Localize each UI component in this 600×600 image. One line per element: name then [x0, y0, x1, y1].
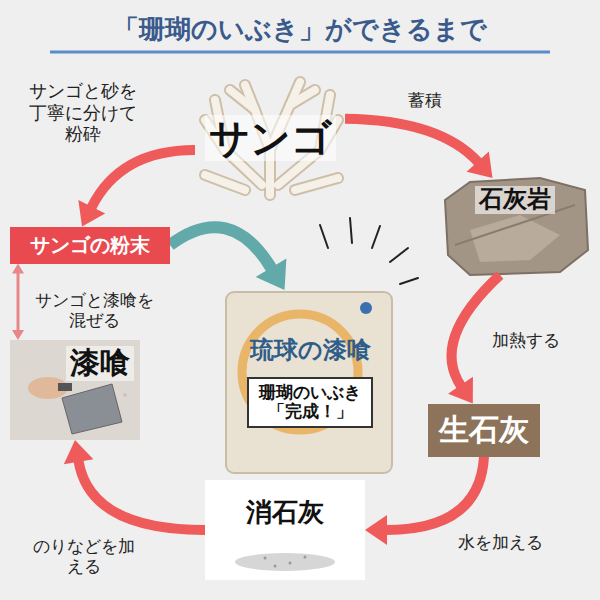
node-text: サンゴ [205, 115, 336, 161]
connector [64, 440, 205, 530]
connector-line [386, 457, 484, 531]
connector [12, 264, 24, 341]
node-text: 琉球の漆喰 [250, 337, 371, 365]
arrow-head [64, 440, 94, 464]
edge-label: 蓄積 [400, 90, 450, 110]
connector [78, 150, 195, 227]
edge-label: 加熱する [478, 330, 574, 350]
arrow-head [78, 200, 105, 226]
coral-node: サンゴ [195, 75, 345, 200]
node-text: 消石灰 [246, 498, 324, 528]
node-text: 生石灰 [439, 413, 529, 448]
arrow-head [12, 330, 24, 340]
arrow-head [448, 377, 473, 404]
arrow-head [12, 264, 24, 274]
edge-label: のりなどを加える [28, 536, 140, 577]
connector-line [170, 227, 272, 268]
quicklime-box: 生石灰 [428, 404, 540, 457]
connector-line [78, 461, 205, 530]
plaster-picture [10, 340, 140, 440]
title-underline [50, 51, 550, 54]
connector [170, 227, 286, 290]
connector-line [345, 119, 478, 163]
node-text: 石灰岩 [475, 186, 555, 214]
rock-picture [445, 178, 588, 275]
edge-label: サンゴと漆喰を混ぜる [30, 290, 158, 331]
coral-powder-box: サンゴの粉末 [10, 227, 170, 264]
plaster-node: 漆喰 [10, 340, 140, 440]
burst-lines [320, 218, 418, 284]
connector [365, 457, 484, 546]
slaked-lime-node: 消石灰 [205, 480, 365, 580]
edge-label: 水を加える [445, 532, 555, 552]
product-bag-node: 琉球の漆喰珊瑚のいぶき 「完成！」 [225, 290, 395, 475]
arrow-head [467, 152, 493, 178]
arrow-head [365, 515, 387, 545]
product-bag [226, 292, 392, 473]
arrow-head [256, 258, 287, 290]
connector [345, 119, 493, 178]
node-text: 珊瑚のいぶき 「完成！」 [247, 377, 373, 428]
diagram-title: 「珊瑚のいぶき」ができるまで [0, 12, 600, 47]
slaked-lime-picture [205, 480, 365, 580]
node-text: 漆喰 [66, 346, 134, 381]
node-text: サンゴの粉末 [30, 234, 150, 257]
connector-line [91, 150, 195, 208]
limestone-node: 石灰岩 [440, 178, 590, 275]
coral-picture [205, 82, 338, 195]
edge-label: サンゴと砂を丁寧に分けて粉砕 [25, 80, 140, 145]
connector-line [17, 273, 20, 332]
